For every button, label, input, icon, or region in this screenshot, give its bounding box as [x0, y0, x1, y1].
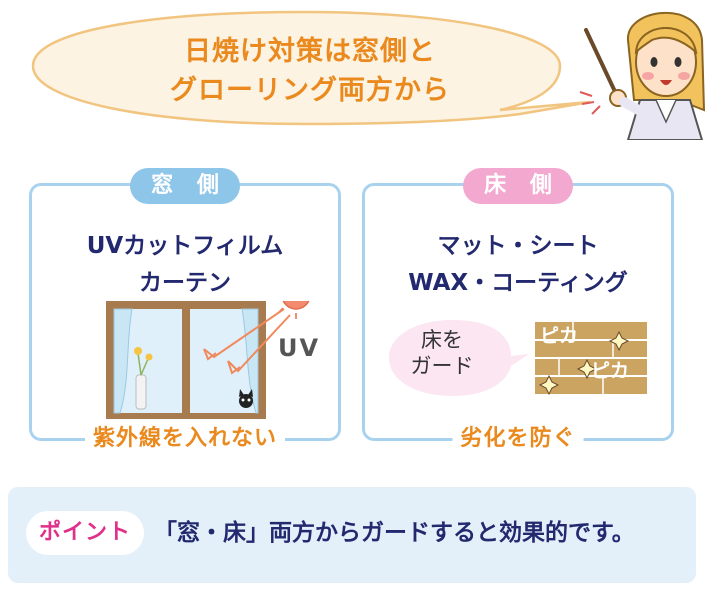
window-side-title: UVカットフィルム カーテン: [32, 228, 338, 302]
sparkle-icon: [538, 330, 630, 396]
speech-bubble: 日焼け対策は窓側と グローリング両方から: [30, 6, 590, 126]
shine-label-1: ピカ: [540, 325, 579, 347]
window-illustration: [106, 271, 336, 425]
point-badge: ポイント: [26, 511, 144, 555]
floor-illustration: [383, 316, 653, 410]
floor-side-title-line-2: WAX・コーティング: [408, 270, 628, 296]
headline-line-1: 日焼け対策は窓側と: [184, 36, 436, 67]
floor-guard-bubble-text: 床を ガード: [401, 327, 483, 379]
floor-side-tag: 床 側: [463, 168, 573, 204]
floor-side-footer: 劣化を防ぐ: [452, 423, 584, 455]
shine-label-2: ピカ: [591, 360, 630, 382]
cat-icon: [239, 389, 253, 408]
point-bar: ポイント 「窓・床」両方からガードすると効果的です。: [8, 487, 696, 583]
floor-side-title: マット・シート WAX・コーティング: [365, 228, 671, 302]
window-side-panel: 窓 側 UVカットフィルム カーテン: [29, 168, 341, 455]
sun-icon: [272, 271, 320, 319]
window-side-title-line-1: UVカットフィルム: [86, 233, 284, 259]
floor-side-title-line-1: マット・シート: [437, 233, 599, 259]
headline-line-2: グローリング両方から: [170, 75, 450, 106]
teacher-illustration: [578, 0, 706, 141]
uv-label: UV: [278, 334, 321, 362]
point-text: 「窓・床」両方からガードすると効果的です。: [154, 520, 635, 546]
floor-side-panel: 床 側 マット・シート WAX・コーティング 床を ガード: [362, 168, 674, 455]
headline: 日焼け対策は窓側と グローリング両方から: [60, 32, 560, 110]
floor-guard-line-1: 床を: [421, 328, 463, 352]
window-side-title-line-2: カーテン: [139, 270, 231, 296]
window-side-tag: 窓 側: [130, 168, 240, 204]
floor-guard-line-2: ガード: [410, 354, 474, 378]
window-side-footer: 紫外線を入れない: [84, 423, 286, 455]
